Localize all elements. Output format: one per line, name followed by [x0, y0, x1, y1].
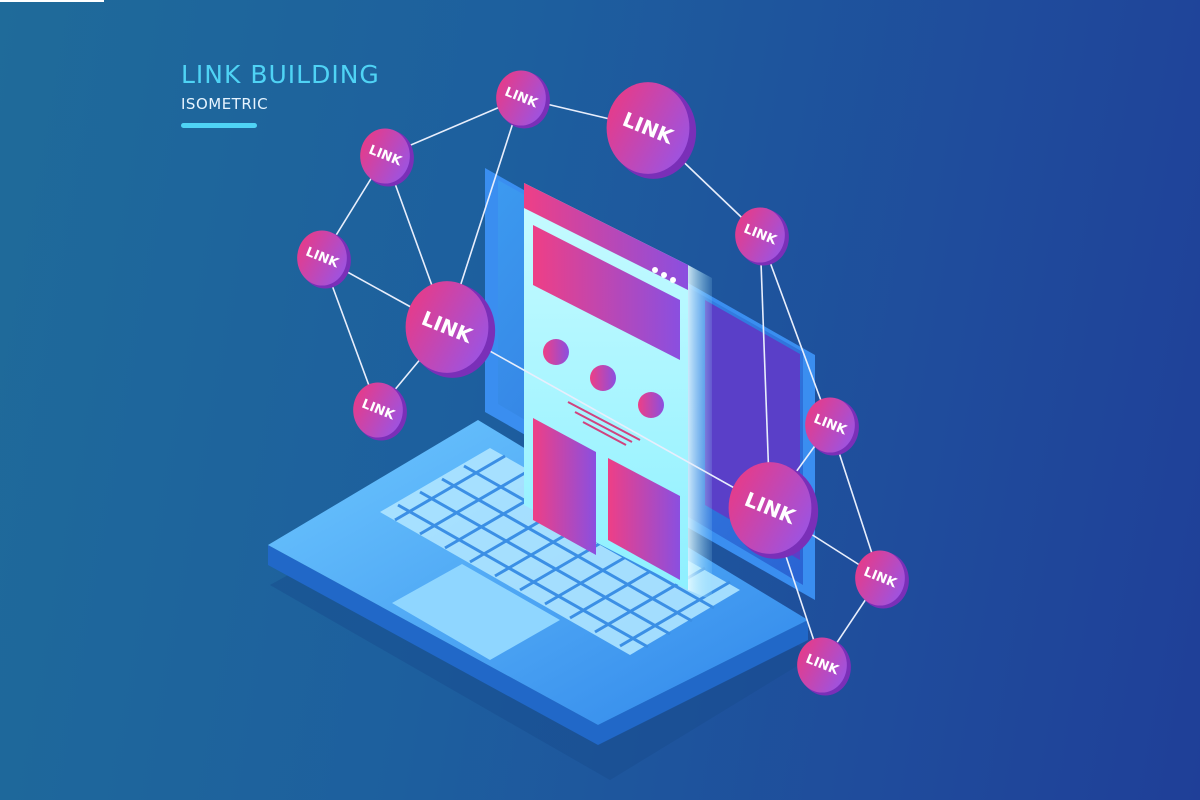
- node-face: [405, 281, 489, 373]
- node-face: [360, 128, 410, 184]
- node-face: [496, 70, 546, 126]
- page-block-left: [533, 418, 596, 555]
- page-glass-edge: [688, 265, 712, 600]
- window-dot: [670, 277, 676, 283]
- corner-mark: [0, 0, 104, 2]
- keyboard: [380, 448, 740, 655]
- node-face: [797, 637, 847, 693]
- link-node-icon: LINK: [735, 207, 789, 266]
- network-edge: [446, 326, 771, 509]
- page-circle: [638, 392, 664, 418]
- page-header-bar: [524, 183, 688, 290]
- link-node-icon: LINK: [360, 128, 414, 187]
- node-face: [297, 230, 347, 286]
- link-node-icon: LINK: [405, 281, 496, 378]
- link-node-icon: LINK: [496, 70, 550, 129]
- node-face: [855, 550, 905, 606]
- node-face: [735, 207, 785, 263]
- page-banner: [533, 225, 680, 360]
- link-node-icon: LINK: [797, 637, 851, 696]
- page-subtitle: ISOMETRIC: [181, 95, 269, 113]
- touchpad: [392, 564, 560, 660]
- page-block-right: [608, 458, 680, 580]
- page-text-lines: [567, 401, 641, 446]
- link-node-icon: LINK: [805, 397, 859, 456]
- laptop-base-side: [268, 545, 808, 745]
- link-node-icon: LINK: [297, 230, 351, 289]
- link-node-icon: LINK: [353, 382, 407, 441]
- window-dot: [661, 272, 667, 278]
- network-edge: [759, 234, 831, 426]
- link-node-icon: LINK: [728, 462, 819, 559]
- page-circle: [543, 339, 569, 365]
- webpage-illustration: [524, 183, 712, 600]
- title-underline: [181, 123, 257, 128]
- title-block: LINK BUILDING ISOMETRIC: [181, 60, 380, 128]
- node-face: [805, 397, 855, 453]
- link-node-icon: LINK: [606, 82, 697, 179]
- node-face: [606, 82, 690, 174]
- page-circle: [590, 365, 616, 391]
- page-title: LINK BUILDING: [181, 60, 380, 89]
- network-nodes: LINKLINKLINKLINKLINKLINKLINKLINKLINKLINK…: [297, 70, 909, 696]
- link-node-icon: LINK: [855, 550, 909, 609]
- window-dot: [652, 267, 658, 273]
- node-face: [728, 462, 812, 554]
- node-face: [353, 382, 403, 438]
